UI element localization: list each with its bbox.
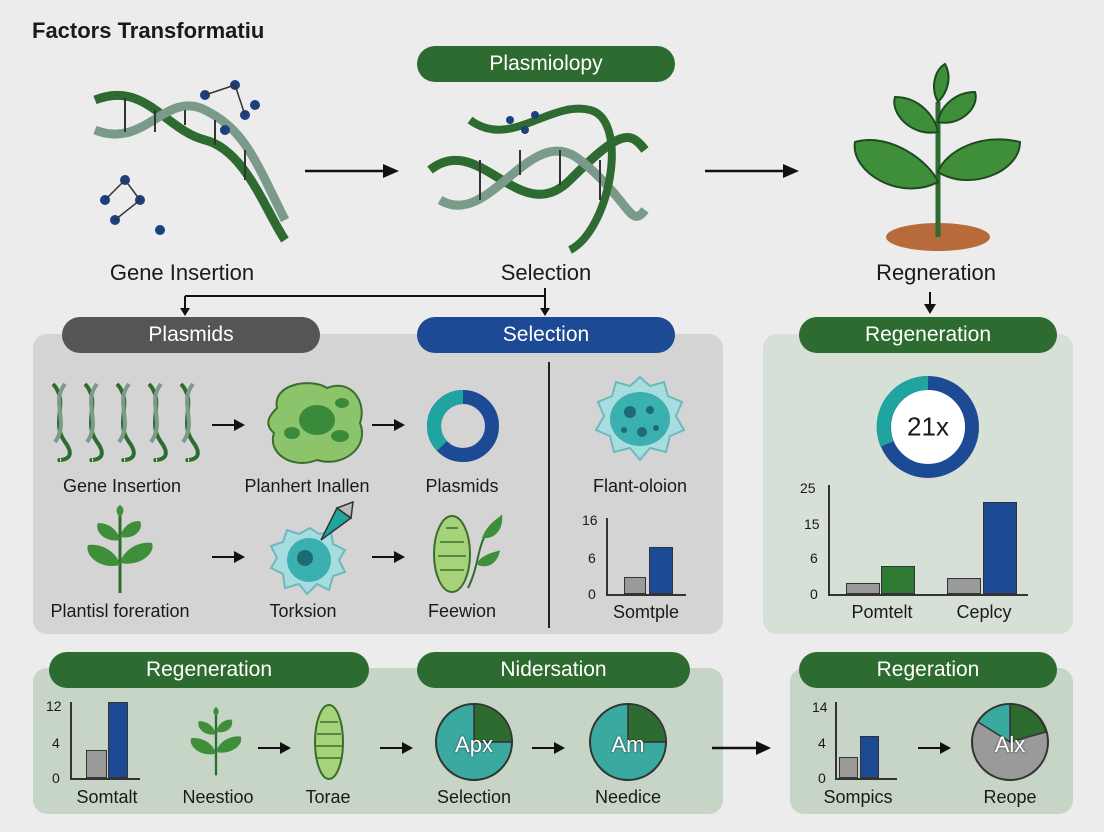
- chart2-tick-12: 12: [46, 698, 62, 714]
- top-label-selection: Selection: [500, 260, 592, 285]
- chart1-label-1: Ceplcy: [956, 602, 1012, 622]
- pie-chart-icon: [435, 703, 513, 781]
- chart0-tick-top: 16: [582, 512, 598, 528]
- chart1-tick-25: 25: [800, 480, 816, 496]
- donut-value: 21x: [907, 411, 949, 442]
- pie-chart-icon: [971, 703, 1049, 781]
- chart0-tick-zero: 0: [588, 586, 596, 602]
- middle-panel: [33, 334, 723, 634]
- chart1-bar-green-0: [881, 566, 915, 594]
- arrow-right-icon: [212, 551, 245, 563]
- chart0-bar-blue: [649, 546, 673, 594]
- chart2-y-axis: [70, 702, 72, 779]
- pie-chart-icon: [589, 703, 667, 781]
- chart3-x-axis: [835, 778, 897, 780]
- chart3-xlabel: Sompics: [823, 787, 893, 807]
- chart1-bar-gray-1: [947, 577, 981, 594]
- arrow-right-icon: [532, 742, 565, 754]
- arrow-right-icon: [258, 742, 291, 754]
- top-label-regneration: Regneration: [876, 260, 996, 285]
- mid-label-plantisl-foreration: Plantisl foreration: [50, 601, 190, 621]
- panel-divider: [548, 362, 550, 628]
- selection-pill: Selection: [417, 317, 675, 353]
- plant-icon: [853, 62, 1022, 251]
- arrow-right-icon: [212, 419, 245, 431]
- chart1-bar-gray-0: [846, 582, 880, 594]
- plasmids-pill: Plasmids: [62, 317, 320, 353]
- seedling-icon: [190, 707, 242, 776]
- bottom-label-torae: Torae: [305, 787, 351, 807]
- chart1-tick-15: 15: [804, 516, 820, 532]
- page-title: Factors Transformatiu: [32, 18, 265, 43]
- top-header-pill: Plasmiolopy: [417, 46, 675, 82]
- chloroplast-icon: [314, 704, 344, 780]
- regeneration-pill-bottom: Regeneration: [49, 652, 369, 688]
- donut-chart-large: [876, 375, 979, 478]
- chart0-tick-mid: 6: [588, 550, 596, 566]
- chart1-x-axis: [828, 594, 1028, 596]
- arrow-right-icon: [305, 164, 399, 178]
- chart3-bar-blue: [860, 736, 879, 778]
- arrow-right-icon: [372, 419, 405, 431]
- chart2-bar-gray: [86, 749, 107, 778]
- pie-label-alx: Alx: [994, 732, 1026, 757]
- chart0-y-axis: [606, 518, 608, 595]
- arrow-down-icon: [924, 292, 936, 314]
- pie-label-apx: Apx: [455, 732, 493, 757]
- bottom-label-selection: Selection: [436, 787, 512, 807]
- top-label-gene-insertion: Gene Insertion: [109, 260, 255, 285]
- mid-label-planhert-inallen: Planhert Inallen: [244, 476, 370, 496]
- mid-label-torksion: Torksion: [269, 601, 337, 621]
- chart0-xlabel: Somtple: [612, 602, 680, 622]
- chart0-bar-gray: [624, 577, 646, 594]
- chart2-tick-0: 0: [52, 770, 60, 786]
- arrow-right-icon: [380, 742, 413, 754]
- dna-double-icon: [427, 104, 649, 254]
- chart3-bar-gray: [839, 757, 858, 778]
- dna-strands-icon: [51, 382, 200, 463]
- cell-injection-icon: [269, 500, 354, 596]
- bottom-label-needice: Needice: [594, 787, 662, 807]
- mid-label-plasmids: Plasmids: [425, 476, 499, 496]
- mid-label-flant-oloion: Flant-oloion: [592, 476, 688, 496]
- bottom-label-reope: Reope: [983, 787, 1037, 807]
- plant-cell-icon: [267, 382, 363, 464]
- arrow-right-icon: [372, 551, 405, 563]
- arrow-right-icon: [712, 741, 771, 755]
- regeneration-pill-right: Regeneration: [799, 317, 1057, 353]
- chart3-tick-14: 14: [812, 699, 828, 715]
- mid-label-gene-insertion: Gene Insertion: [62, 476, 182, 496]
- arrow-right-icon: [705, 164, 799, 178]
- leaf-chloroplast-icon: [433, 514, 503, 593]
- chart2-xlabel: Somtalt: [76, 787, 138, 807]
- chart0-x-axis: [606, 594, 686, 596]
- chart1-tick-0: 0: [810, 586, 818, 602]
- dna-icon: [93, 80, 290, 243]
- arrow-right-icon: [918, 742, 951, 754]
- chart1-tick-6: 6: [810, 550, 818, 566]
- connector-lines: [180, 288, 550, 316]
- nidersation-pill: Nidersation: [417, 652, 690, 688]
- chart2-x-axis: [70, 778, 140, 780]
- regeration-pill: Regeration: [799, 652, 1057, 688]
- cell-icon: [594, 375, 686, 462]
- pie-label-am: Am: [611, 732, 645, 757]
- chart3-y-axis: [835, 702, 837, 779]
- chart1-y-axis: [828, 485, 830, 595]
- chart3-tick-4: 4: [818, 735, 826, 751]
- chart2-tick-4: 4: [52, 735, 60, 751]
- chart2-bar-blue: [108, 702, 128, 778]
- chart3-tick-0: 0: [818, 770, 826, 786]
- bottom-label-neestioo: Neestioo: [182, 787, 254, 807]
- mid-label-feewion: Feewion: [427, 601, 497, 621]
- chart1-bar-blue-1: [983, 502, 1017, 594]
- chart1-label-0: Pomtelt: [851, 602, 913, 622]
- seedling-icon: [87, 505, 153, 593]
- donut-chart-icon: [427, 390, 499, 462]
